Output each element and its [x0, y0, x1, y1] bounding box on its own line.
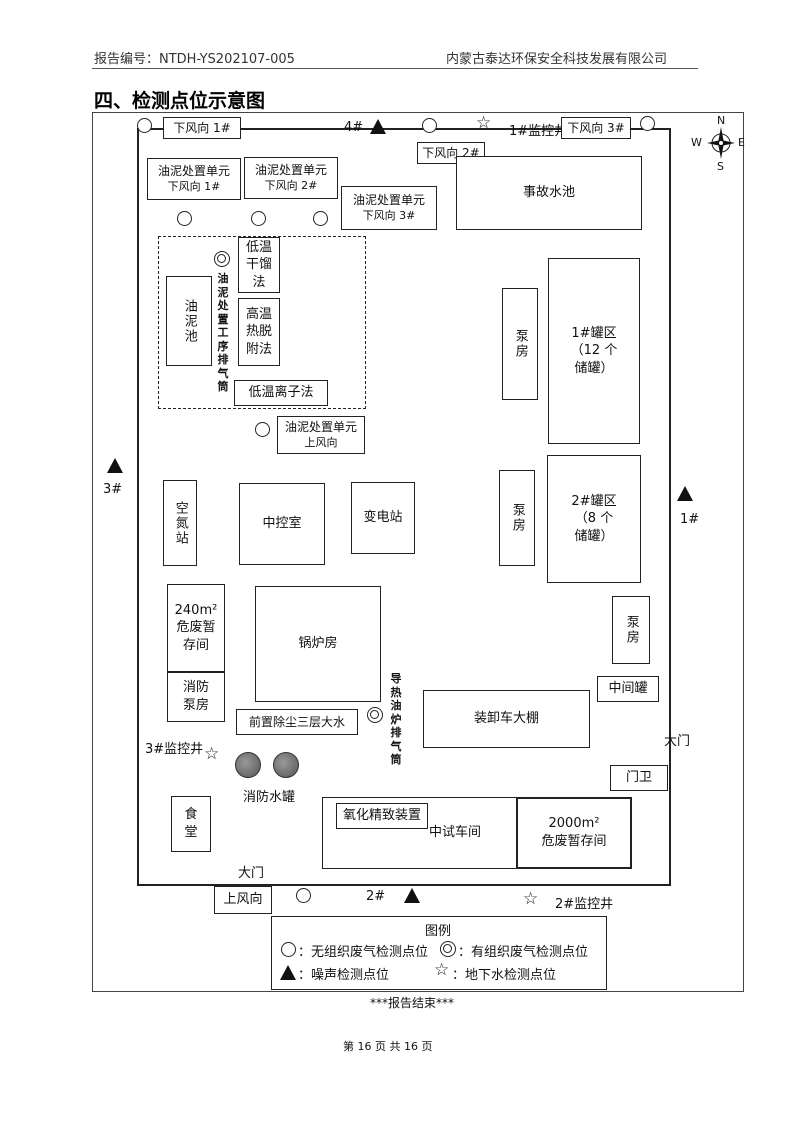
compass-icon: N S W E	[691, 114, 745, 173]
compass-w: W	[691, 136, 702, 149]
groundwater-well-3-star-icon: ☆	[204, 744, 220, 764]
high-temp-thermal-desorption: 高温热脱附法	[238, 298, 280, 366]
sludge-process-area	[158, 236, 366, 409]
unorganized-point-downwind1	[137, 118, 152, 133]
pump-house-1: 泵房	[502, 288, 538, 400]
noise-point-3	[107, 458, 123, 473]
noise-point-4	[370, 119, 386, 134]
noise-point-2	[404, 888, 420, 903]
legend-noise: ：噪声检测点位	[298, 968, 390, 983]
loading-shed: 装卸车大棚	[423, 690, 590, 748]
heat-oil-stack-label: 导 热 油 炉 排 气 筒	[390, 672, 402, 766]
unorganized-point-unit1	[177, 211, 192, 226]
plant-boundary	[137, 128, 671, 886]
unorganized-point-unit2	[251, 211, 266, 226]
page-footer: 第 16 页 共 16 页	[343, 1040, 433, 1053]
label-downwind1: 下风向 1#	[163, 117, 241, 139]
label-point1: 1#	[680, 512, 700, 527]
company-name: 内蒙古泰达环保安全科技发展有限公司	[446, 52, 668, 67]
label-well3: 3#监控井	[145, 742, 204, 757]
sludge-unit-downwind1: 油泥处置单元 下风向 1#	[147, 158, 241, 200]
compass-e: E	[738, 136, 745, 149]
label-downwind3: 下风向 3#	[561, 117, 631, 139]
intermediate-tank: 中间罐	[597, 676, 659, 702]
groundwater-well-1-star-icon: ☆	[476, 113, 492, 133]
report-end: ***报告结束***	[370, 996, 455, 1010]
map-outer-frame	[92, 112, 744, 992]
label-well1: 1#监控井	[509, 124, 568, 139]
label-point4: 4#	[344, 120, 364, 135]
legend-title: 图例	[425, 924, 452, 939]
report-number: 报告编号：NTDH-YS202107-005	[94, 52, 295, 67]
low-temp-dry-distillation: 低温干馏法	[238, 237, 280, 293]
legend-unorganized: ：无组织废气检测点位	[298, 945, 429, 960]
oxidation-refining-unit: 氧化精致装置	[336, 803, 428, 829]
pump-house-3: 泵房	[612, 596, 650, 664]
low-temp-ion-process: 低温离子法	[234, 380, 328, 406]
fire-water-tank-2	[273, 752, 299, 778]
sludge-stack-label: 油 泥 处 置 工 序 排 气 筒	[217, 272, 229, 393]
label-point2: 2#	[366, 889, 386, 904]
compass-s: S	[717, 160, 724, 173]
header-divider	[92, 68, 698, 69]
fire-pump-house: 消防 泵房	[167, 672, 225, 722]
noise-point-1	[677, 486, 693, 501]
label-fire-tanks: 消防水罐	[243, 790, 296, 805]
groundwater-well-2-star-icon: ☆	[523, 889, 539, 909]
label-point3: 3#	[103, 482, 123, 497]
hazardous-storage-240: 240m² 危废暂 存间	[167, 584, 225, 672]
section-title: 四、检测点位示意图	[94, 90, 266, 112]
unorganized-point-unit3	[313, 211, 328, 226]
legend-organized-double-circle-icon	[440, 941, 456, 957]
sludge-unit-downwind2: 油泥处置单元 下风向 2#	[244, 157, 338, 199]
organized-point-sludge-stack	[214, 251, 230, 267]
sludge-unit-downwind3: 油泥处置单元 下风向 3#	[341, 186, 437, 230]
legend-groundwater-star-icon: ☆	[434, 960, 450, 980]
legend-unorganized-circle-icon	[281, 942, 296, 957]
pump-house-2: 泵房	[499, 470, 535, 566]
label-gate-bottom: 大门	[238, 866, 265, 881]
sludge-unit-upwind: 油泥处置单元 上风向	[277, 416, 365, 454]
oil-sludge-pool: 油泥池	[166, 276, 212, 366]
unorganized-point-downwind2	[422, 118, 437, 133]
label-gate-right: 大门	[664, 734, 691, 749]
pre-dust-removal: 前置除尘三层大水	[236, 709, 358, 735]
air-nitrogen-station: 空氮站	[163, 480, 197, 566]
label-upwind-bottom: 上风向	[214, 886, 272, 914]
canteen: 食 堂	[171, 796, 211, 852]
legend-organized: ：有组织废气检测点位	[458, 945, 589, 960]
label-well2: 2#监控井	[555, 897, 614, 912]
accident-pool: 事故水池	[456, 156, 642, 230]
hazardous-storage-2000: 2000m² 危废暂存间	[516, 797, 632, 869]
organized-point-heat-oil-stack	[367, 707, 383, 723]
unorganized-point-upwind-unit	[255, 422, 270, 437]
fire-water-tank-1	[235, 752, 261, 778]
unorganized-point-upwind	[296, 888, 311, 903]
guard-house: 门卫	[610, 765, 668, 791]
tank-area-1: 1#罐区 （12 个 储罐）	[548, 258, 640, 444]
compass-n: N	[717, 114, 726, 127]
legend: 图例 ：无组织废气检测点位 ：有组织废气检测点位 ：噪声检测点位 ☆ ：地下水检…	[271, 916, 607, 990]
unorganized-point-downwind3	[640, 116, 655, 131]
control-room: 中控室	[239, 483, 325, 565]
tank-area-2: 2#罐区 （8 个 储罐）	[547, 455, 641, 583]
substation: 变电站	[351, 482, 415, 554]
legend-groundwater: ：地下水检测点位	[452, 968, 557, 983]
boiler-room: 锅炉房	[255, 586, 381, 702]
legend-noise-triangle-icon	[280, 965, 296, 980]
